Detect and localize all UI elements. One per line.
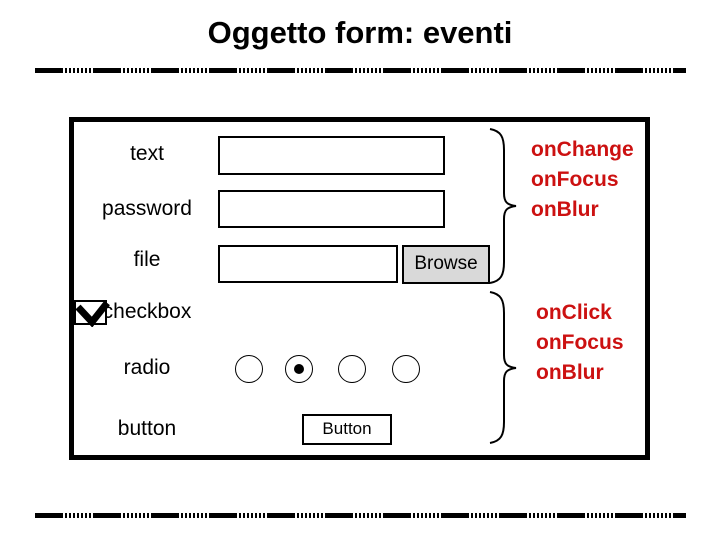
- event-onclick: onClick: [536, 301, 612, 324]
- event-onfocus: onFocus: [531, 168, 619, 191]
- file-input[interactable]: [218, 245, 398, 283]
- label-button: button: [117, 417, 177, 440]
- event-onchange: onChange: [531, 138, 634, 161]
- top-separator-line: [35, 68, 686, 73]
- label-file: file: [133, 248, 161, 271]
- event-annotations-top: onChange onFocus onBlur: [531, 135, 634, 225]
- event-onfocus: onFocus: [536, 331, 624, 354]
- curly-brace-top: [489, 128, 517, 284]
- radio-3[interactable]: [338, 355, 366, 383]
- form-diagram-frame: text password file checkbox radio button…: [69, 117, 650, 460]
- password-input[interactable]: [218, 190, 445, 228]
- radio-4[interactable]: [392, 355, 420, 383]
- bottom-separator-line: [35, 513, 686, 518]
- browse-button[interactable]: Browse: [402, 245, 490, 284]
- curly-brace-bottom: [489, 291, 517, 444]
- label-radio: radio: [123, 356, 171, 379]
- event-onblur: onBlur: [536, 361, 604, 384]
- radio-dot-icon: [293, 363, 304, 374]
- label-password: password: [102, 197, 192, 220]
- button-control[interactable]: Button: [302, 414, 392, 445]
- radio-1[interactable]: [235, 355, 263, 383]
- label-checkbox: checkbox: [102, 300, 192, 323]
- event-annotations-bottom: onClick onFocus onBlur: [536, 298, 624, 388]
- slide-title: Oggetto form: eventi: [207, 15, 513, 50]
- checkbox-4[interactable]: [74, 300, 110, 327]
- radio-2[interactable]: [285, 355, 313, 383]
- text-input[interactable]: [218, 136, 445, 175]
- label-text: text: [130, 142, 164, 165]
- event-onblur: onBlur: [531, 198, 599, 221]
- checkmark-icon: [75, 300, 110, 327]
